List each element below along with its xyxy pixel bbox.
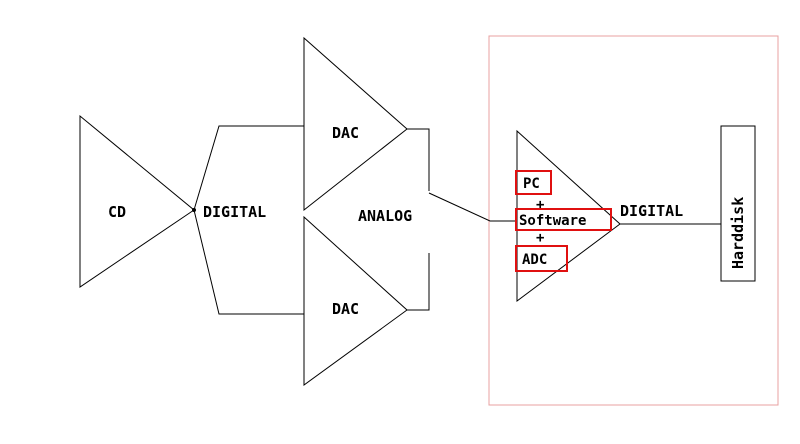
digital-left-label: DIGITAL <box>203 203 266 221</box>
dac-bottom-label: DAC <box>332 300 359 318</box>
wire-cd-to-dac-bottom <box>193 209 305 315</box>
harddisk-box <box>720 125 756 282</box>
analog-label: ANALOG <box>358 207 412 225</box>
harddisk-label: Harddisk <box>729 197 747 269</box>
cd-label: CD <box>108 203 126 221</box>
adc-box <box>515 245 568 272</box>
plus-1: + <box>536 197 544 213</box>
digital-right-label: DIGITAL <box>620 202 683 220</box>
wire-cd-to-dac-top <box>193 125 305 211</box>
wire-dac-top-out <box>407 128 430 191</box>
software-label: Software <box>519 213 586 229</box>
software-box <box>515 208 612 231</box>
adc-label: ADC <box>522 252 547 268</box>
pc-box <box>515 170 552 195</box>
dac-top-label: DAC <box>332 124 359 142</box>
wire-analog-to-adc <box>428 192 517 222</box>
plus-2: + <box>536 230 544 246</box>
dac-top-triangle <box>303 36 408 212</box>
dac-bottom-triangle <box>303 215 408 386</box>
cd-triangle <box>79 114 195 288</box>
pc-label: PC <box>523 176 540 192</box>
wire-dac-bottom-out <box>407 253 430 311</box>
